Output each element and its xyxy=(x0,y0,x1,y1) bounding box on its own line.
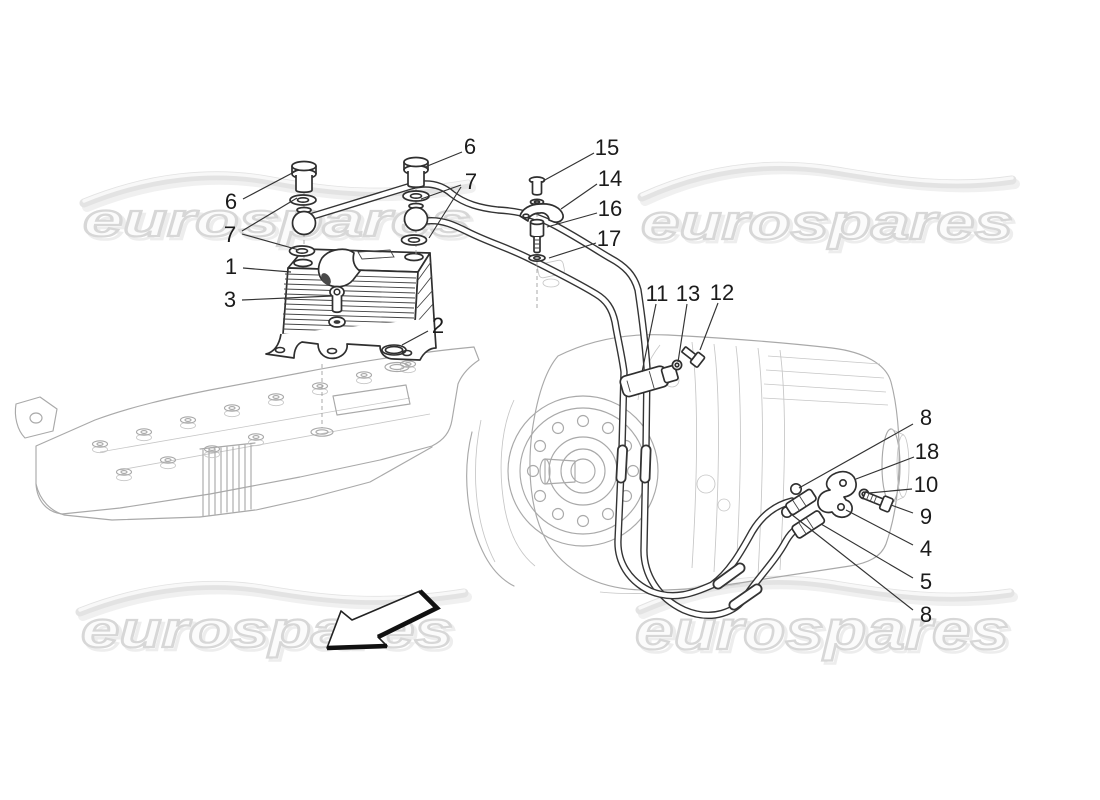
banjo-fitting-left xyxy=(291,210,317,236)
watermark-text-shadow: eurospares xyxy=(644,199,1016,253)
spacer-bush xyxy=(529,222,545,238)
banjo-bolt-right xyxy=(407,171,425,189)
callout-15: 15 xyxy=(595,135,619,160)
gearbox-drawing xyxy=(500,259,910,594)
leader-line xyxy=(868,488,913,494)
watermark-text-shadow: eurospares xyxy=(638,601,1012,664)
oil-pipe-return xyxy=(422,216,796,600)
direction-arrow xyxy=(326,589,441,651)
leader-line xyxy=(560,183,598,210)
callout-12: 12 xyxy=(710,280,734,305)
leader-line xyxy=(542,152,595,182)
callout-9: 9 xyxy=(920,504,932,529)
union-fitting-upper xyxy=(785,488,817,516)
callout-3: 3 xyxy=(224,287,236,312)
callout-2: 2 xyxy=(432,313,444,338)
callout-5: 5 xyxy=(920,569,932,594)
leader-line xyxy=(420,184,462,200)
cooler-feet xyxy=(265,317,437,361)
oil-cooler-drawing xyxy=(265,248,437,428)
union-fittings-assembly xyxy=(780,470,894,539)
leader-line xyxy=(641,303,657,373)
callout-18: 18 xyxy=(915,439,939,464)
swoosh-highlight xyxy=(78,581,466,612)
callout-7-left: 7 xyxy=(224,222,236,247)
leader-line xyxy=(241,197,298,232)
watermark-text: eurospares xyxy=(635,598,1009,661)
callout-10: 10 xyxy=(914,472,938,497)
clamp-washer xyxy=(671,359,683,371)
callout-1: 1 xyxy=(225,254,237,279)
o-ring-gasket xyxy=(381,344,407,356)
callout-13: 13 xyxy=(676,281,700,306)
callout-17: 17 xyxy=(597,226,621,251)
callout-labels: 6 7 6 7 1 3 2 15 14 16 17 11 13 12 8 18 … xyxy=(224,134,939,627)
leader-line xyxy=(401,330,429,346)
leader-line xyxy=(845,509,914,546)
bolt-shank xyxy=(533,237,541,254)
leader-line xyxy=(241,295,333,301)
swoosh-highlight xyxy=(640,162,1014,197)
watermark-bottom-right: eurospares eurospares xyxy=(634,575,1018,665)
cooler-bolt xyxy=(329,285,345,299)
callout-8-lower: 8 xyxy=(920,602,932,627)
leader-line xyxy=(428,186,462,239)
oil-pipes-drawing xyxy=(309,180,812,619)
banjo-bolt-left xyxy=(295,175,313,194)
support-bracket-plate xyxy=(817,470,857,518)
engine-block-drawing xyxy=(14,346,515,587)
callout-16: 16 xyxy=(598,196,622,221)
callout-4: 4 xyxy=(920,536,932,561)
pipe-support-bracket-assembly xyxy=(519,176,564,310)
callout-11: 11 xyxy=(646,281,669,306)
leader-line xyxy=(855,456,915,480)
pipe-clamp-assembly xyxy=(619,346,706,398)
callout-leaders xyxy=(241,151,915,611)
callout-7-right: 7 xyxy=(465,169,477,194)
washer xyxy=(528,253,546,263)
watermark-top-right: eurospares eurospares xyxy=(637,161,1020,254)
leader-line xyxy=(242,267,292,273)
o-ring-upper xyxy=(789,482,802,495)
watermark-text: eurospares xyxy=(641,196,1013,250)
leader-line xyxy=(699,302,719,351)
leader-line xyxy=(790,513,914,611)
leader-line xyxy=(798,423,914,489)
banjo-fitting-right xyxy=(403,206,429,232)
leader-line xyxy=(546,212,598,228)
leader-line xyxy=(677,303,688,363)
leader-line xyxy=(242,169,299,200)
callout-8-upper: 8 xyxy=(920,405,932,430)
callout-6-right: 6 xyxy=(464,134,476,159)
sealing-washer xyxy=(402,190,430,202)
leader-line xyxy=(241,233,300,251)
pipe-clamp-plate xyxy=(519,203,564,224)
sealing-washer xyxy=(289,194,317,206)
union-fitting-lower xyxy=(791,510,826,539)
leader-line xyxy=(820,523,914,579)
sealing-washer xyxy=(288,245,316,257)
leader-line xyxy=(424,151,463,168)
sealing-washer xyxy=(400,234,428,246)
callout-6-left: 6 xyxy=(225,189,237,214)
swoosh-graphic xyxy=(637,161,1017,202)
swoosh-graphic xyxy=(75,580,469,617)
callout-14: 14 xyxy=(598,166,622,191)
bracket-bolt xyxy=(531,181,543,196)
leader-line xyxy=(548,242,597,259)
banjo-bolt-assemblies xyxy=(288,156,430,260)
leader-line xyxy=(890,504,914,514)
